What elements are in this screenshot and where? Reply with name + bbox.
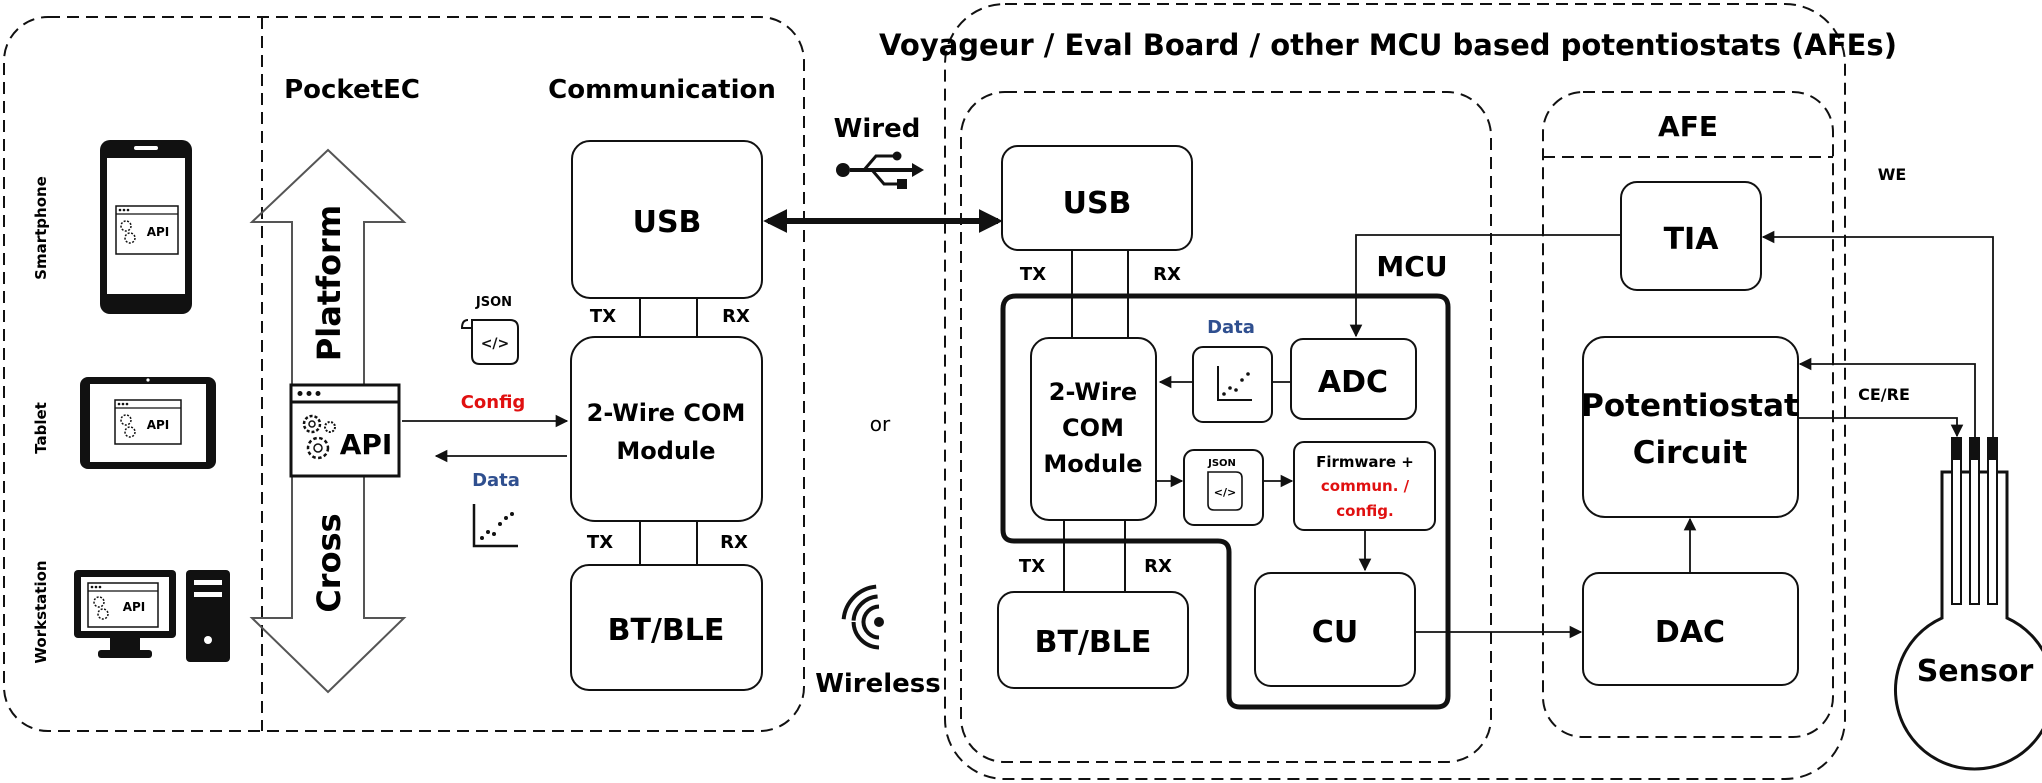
board-json-label: JSON — [1207, 458, 1236, 469]
cross-label: Cross — [310, 513, 348, 612]
board-2wire-box: 2-Wire COM Module — [1030, 337, 1157, 521]
comm-btble-box: BT/BLE — [570, 564, 763, 691]
board-rx-top-label: RX — [1153, 264, 1181, 285]
board-usb-box: USB — [1001, 145, 1193, 251]
json-scroll-icon: </> — [460, 319, 519, 365]
tia-label: TIA — [1664, 222, 1720, 257]
board-panel — [944, 3, 1846, 780]
wireless-icon — [841, 584, 884, 650]
gear-icon — [302, 414, 336, 460]
comm-tx-top-label: TX — [590, 306, 616, 327]
workstation-api-label: API — [123, 600, 146, 614]
board-data-label: Data — [1207, 317, 1255, 338]
cu-label: CU — [1312, 615, 1358, 650]
comm-rx-bottom-label: RX — [720, 532, 748, 553]
usb-icon — [836, 151, 924, 189]
adc-box: ADC — [1290, 338, 1417, 420]
comm-rx-top-label: RX — [722, 306, 750, 327]
board-title: Voyageur / Eval Board / other MCU based … — [879, 28, 1897, 62]
tablet-icon: API — [80, 377, 216, 469]
board-com-line1: 2-Wire — [1049, 378, 1137, 406]
svg-text:</>: </> — [481, 336, 510, 352]
scatter-plot-icon — [472, 504, 518, 548]
smartphone-label: Smartphone — [32, 176, 50, 280]
workstation-icon: API — [74, 570, 230, 662]
sensor: Sensor — [1894, 437, 2042, 771]
dac-label: DAC — [1655, 615, 1725, 650]
ce-re-label: CE/RE — [1858, 385, 1910, 404]
dac-box: DAC — [1582, 572, 1799, 686]
firmware-line3: config. — [1336, 502, 1393, 520]
mcu-side-panel — [960, 91, 1492, 763]
comm-2wire-box: 2-Wire COM Module — [570, 336, 763, 522]
we-label: WE — [1878, 165, 1907, 184]
comm-module-line1: 2-Wire COM — [587, 399, 746, 427]
potentiostat-line1: Potentiostat — [1581, 388, 1799, 424]
mcu-label: MCU — [1376, 250, 1447, 283]
config-label: Config — [461, 392, 526, 413]
comm-usb-box: USB — [571, 140, 763, 299]
tablet-label: Tablet — [32, 402, 50, 454]
host-panel — [3, 16, 805, 732]
communication-title: Communication — [548, 75, 776, 105]
workstation-label: Workstation — [32, 560, 50, 663]
cu-box: CU — [1254, 572, 1416, 687]
platform-label: Platform — [310, 205, 348, 361]
devices-column: API Smartphone API Tablet API — [32, 140, 230, 664]
tablet-api-label: API — [147, 418, 170, 432]
board-tx-bottom-label: TX — [1019, 556, 1045, 577]
pocketec-api-label: API — [340, 428, 393, 461]
smartphone-icon: API — [100, 140, 192, 314]
sensor-label: Sensor — [1917, 654, 2034, 689]
board-com-line3: Module — [1043, 450, 1142, 478]
board-data-icon-box — [1192, 346, 1273, 423]
afe-panel — [1542, 91, 1834, 738]
pocketec-api-window: API — [289, 383, 401, 478]
comm-usb-label: USB — [633, 205, 702, 240]
or-label: or — [870, 412, 891, 436]
potentiostat-box: Potentiostat Circuit — [1581, 336, 1799, 518]
afe-title: AFE — [1658, 110, 1718, 143]
comm-module-line2: Module — [616, 437, 715, 465]
board-com-line2: COM — [1062, 414, 1124, 442]
pocketec-data-label: Data — [472, 470, 520, 491]
pocketec-json-label: JSON — [475, 295, 512, 310]
svg-text:</>: </> — [1214, 486, 1236, 499]
wired-label: Wired — [834, 114, 921, 144]
comm-tx-bottom-label: TX — [587, 532, 613, 553]
comm-btble-label: BT/BLE — [608, 613, 725, 648]
board-usb-label: USB — [1063, 186, 1132, 221]
tia-box: TIA — [1620, 181, 1762, 291]
wireless-label: Wireless — [815, 669, 941, 699]
firmware-line1: Firmware + — [1316, 453, 1414, 471]
board-btble-label: BT/BLE — [1035, 625, 1152, 660]
pocketec-title: PocketEC — [284, 75, 420, 105]
adc-label: ADC — [1318, 365, 1388, 400]
firmware-line2: commun. / — [1321, 477, 1410, 495]
firmware-box: Firmware + commun. / config. — [1293, 441, 1436, 531]
board-btble-box: BT/BLE — [997, 591, 1189, 689]
smartphone-api-label: API — [147, 225, 170, 239]
board-json-icon-box: JSON </> — [1183, 449, 1264, 526]
board-rx-bottom-label: RX — [1144, 556, 1172, 577]
board-tx-top-label: TX — [1020, 264, 1046, 285]
mcu-outline — [1000, 293, 1451, 710]
potentiostat-line2: Circuit — [1633, 435, 1748, 471]
